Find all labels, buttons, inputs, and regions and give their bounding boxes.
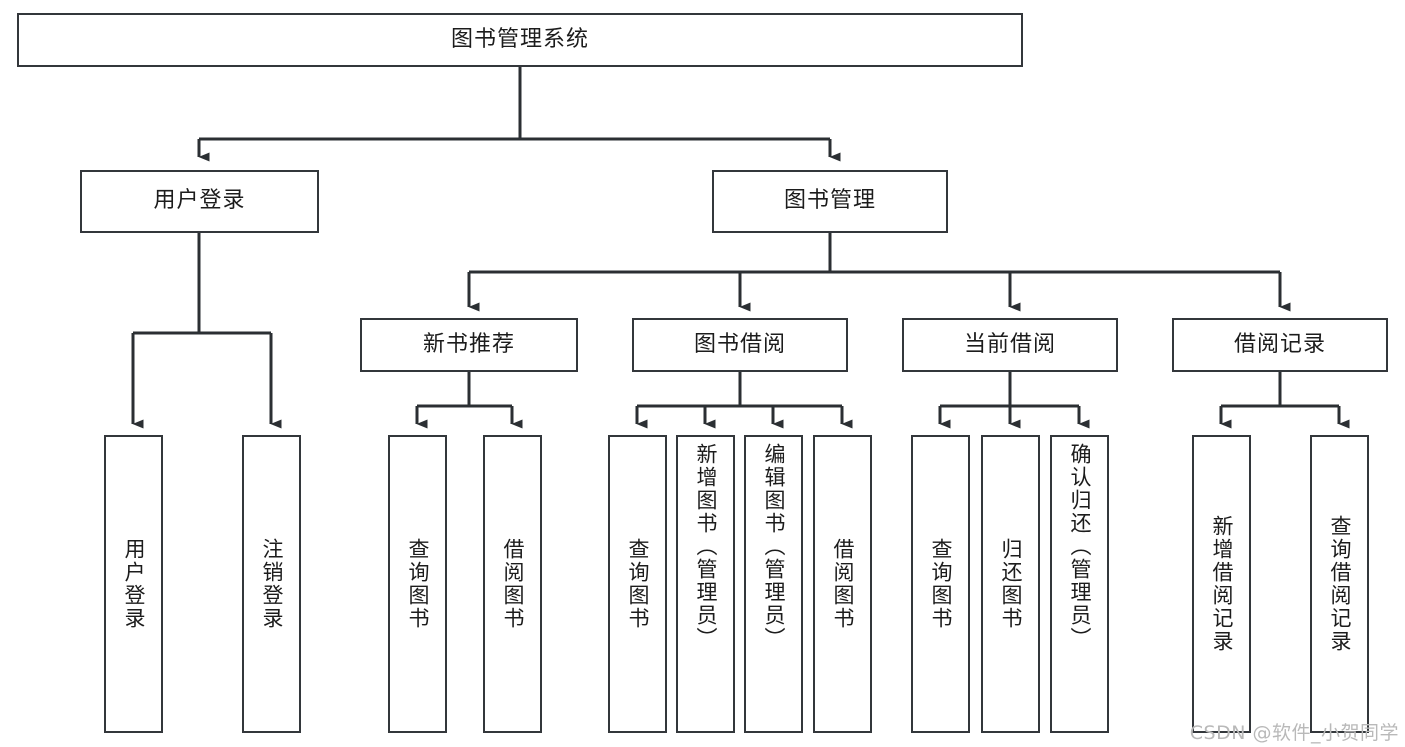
leaf-borrow-add-book-admin[interactable]: 新增图书（管理员）	[676, 435, 735, 733]
leaf-record-query-borrow-record[interactable]: 查询借阅记录	[1310, 435, 1369, 733]
leaf-record-add-borrow-record[interactable]: 新增借阅记录	[1192, 435, 1251, 733]
leaf-current-return-book[interactable]: 归还图书	[981, 435, 1040, 733]
leaf-borrow-edit-book-admin[interactable]: 编辑图书（管理员）	[744, 435, 803, 733]
node-user-login[interactable]: 用户登录	[80, 170, 319, 233]
node-new-book-recommend[interactable]: 新书推荐	[360, 318, 578, 372]
node-current-borrow[interactable]: 当前借阅	[902, 318, 1118, 372]
node-book-manage[interactable]: 图书管理	[712, 170, 948, 233]
node-borrow-record[interactable]: 借阅记录	[1172, 318, 1388, 372]
watermark-text: CSDN @软件_小贺同学	[1189, 722, 1399, 744]
leaf-current-query-book[interactable]: 查询图书	[911, 435, 970, 733]
node-root-system[interactable]: 图书管理系统	[17, 13, 1023, 67]
node-book-borrow[interactable]: 图书借阅	[632, 318, 848, 372]
leaf-borrow-do-borrow[interactable]: 借阅图书	[813, 435, 872, 733]
leaf-user-login[interactable]: 用户登录	[104, 435, 163, 733]
leaf-borrow-query-book[interactable]: 查询图书	[608, 435, 667, 733]
leaf-user-logout[interactable]: 注销登录	[242, 435, 301, 733]
leaf-current-confirm-return-admin[interactable]: 确认归还（管理员）	[1050, 435, 1109, 733]
leaf-recommend-query-book[interactable]: 查询图书	[388, 435, 447, 733]
leaf-recommend-borrow-book[interactable]: 借阅图书	[483, 435, 542, 733]
